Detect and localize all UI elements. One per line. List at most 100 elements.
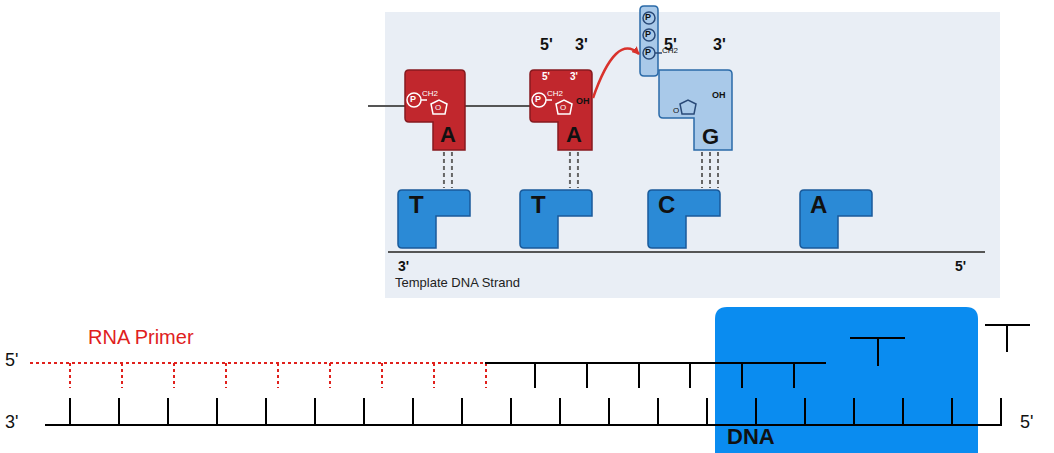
nucleotide-a: PCH2OA	[405, 70, 465, 150]
node-text: OH	[576, 96, 590, 106]
stroke	[793, 363, 795, 388]
node-text: A	[810, 191, 827, 219]
strand-end: 3'	[575, 36, 588, 54]
template-base-t: T	[398, 190, 470, 248]
template-base-c: C	[648, 190, 720, 248]
new-strand-line	[485, 362, 826, 364]
stroke	[804, 398, 806, 425]
stroke	[329, 363, 331, 388]
node-outline	[800, 190, 872, 248]
hydrogen-bond	[451, 152, 453, 188]
strand-end: 3'	[5, 412, 18, 433]
node-text: P	[410, 94, 416, 104]
rna-primer-line	[30, 362, 486, 364]
primer-ticks	[70, 363, 486, 388]
hydrogen-bond	[577, 152, 579, 188]
node-outline	[648, 190, 720, 248]
hydrogen-bond	[444, 152, 452, 188]
nucleotide-a: 5' 3' P CH2O OH A	[530, 70, 592, 150]
stroke	[277, 363, 279, 388]
hydrogen-bond	[701, 152, 703, 188]
stroke	[433, 363, 435, 388]
stroke	[853, 398, 855, 425]
node-text: OH	[712, 90, 726, 100]
node-text: P	[645, 29, 651, 39]
strand-end: 3'	[398, 258, 409, 274]
stroke	[69, 398, 71, 425]
hydrogen-bond	[702, 152, 718, 188]
stroke	[118, 398, 120, 425]
node-text: G	[702, 124, 719, 149]
bond-formation-arrow	[593, 49, 639, 99]
template-strand-line	[45, 424, 1002, 426]
node-outline	[715, 307, 978, 453]
stroke	[167, 398, 169, 425]
hydrogen-bond	[443, 152, 445, 188]
stroke	[755, 398, 757, 425]
stroke	[586, 363, 588, 388]
node-text: CH2	[422, 89, 438, 98]
stroke	[69, 363, 71, 388]
node-text: P	[535, 94, 541, 104]
node-text: O	[560, 103, 566, 112]
hydrogen-bond	[717, 152, 719, 188]
node-text: 3'	[570, 71, 578, 83]
template-base-a: A	[800, 190, 872, 248]
node-text: P	[645, 47, 651, 57]
node-text: O	[673, 106, 679, 115]
stroke	[534, 363, 536, 388]
free-nucleotide	[850, 338, 905, 366]
stroke	[412, 398, 414, 425]
stroke	[216, 398, 218, 425]
stroke	[173, 363, 175, 388]
stroke	[225, 363, 227, 388]
strand-end: 3'	[713, 36, 726, 54]
incoming-nucleotide-g: PPPCH2OOHG	[640, 6, 732, 150]
primer-label: RNA Primer	[88, 326, 194, 349]
node-text: A	[440, 122, 456, 147]
strand-end: 5'	[1020, 412, 1033, 433]
node-text: P	[645, 12, 651, 22]
node-text: CH2	[547, 89, 563, 98]
stroke	[381, 363, 383, 388]
strand-end: 5'	[540, 36, 553, 54]
stroke	[265, 398, 267, 425]
free-nucleotide	[985, 325, 1030, 352]
node-outline	[520, 190, 592, 248]
stroke	[559, 398, 561, 425]
strand-end: 5'	[955, 258, 966, 274]
strand-end: 5'	[5, 350, 18, 371]
stroke	[902, 398, 904, 425]
node-outline	[643, 12, 696, 114]
template-backbone	[388, 251, 985, 253]
stroke	[638, 363, 640, 388]
stroke	[1000, 398, 1002, 425]
strand-title: Template DNA Strand	[395, 276, 520, 291]
node-outline	[405, 70, 465, 150]
stroke	[314, 398, 316, 425]
hydrogen-bond	[709, 152, 711, 188]
node-text: A	[566, 122, 582, 147]
stroke	[689, 363, 691, 388]
stroke	[657, 398, 659, 425]
inset-background	[385, 12, 1000, 298]
stroke	[706, 398, 708, 425]
stroke	[951, 398, 953, 425]
node-outline	[398, 190, 470, 248]
backbone-line	[368, 105, 406, 107]
strand-end: 5'	[664, 36, 677, 54]
bond-formation-arrow	[593, 49, 639, 99]
stroke	[608, 398, 610, 425]
template-ticks	[70, 398, 1001, 425]
stroke	[485, 363, 487, 388]
node-outline	[520, 190, 592, 248]
node-text: DNA	[727, 424, 775, 449]
stroke	[461, 398, 463, 425]
node-outline	[530, 70, 592, 150]
node-text: T	[409, 191, 424, 219]
backbone-line	[464, 105, 531, 107]
hydrogen-bond	[569, 152, 571, 188]
node-text: 5'	[542, 71, 550, 83]
